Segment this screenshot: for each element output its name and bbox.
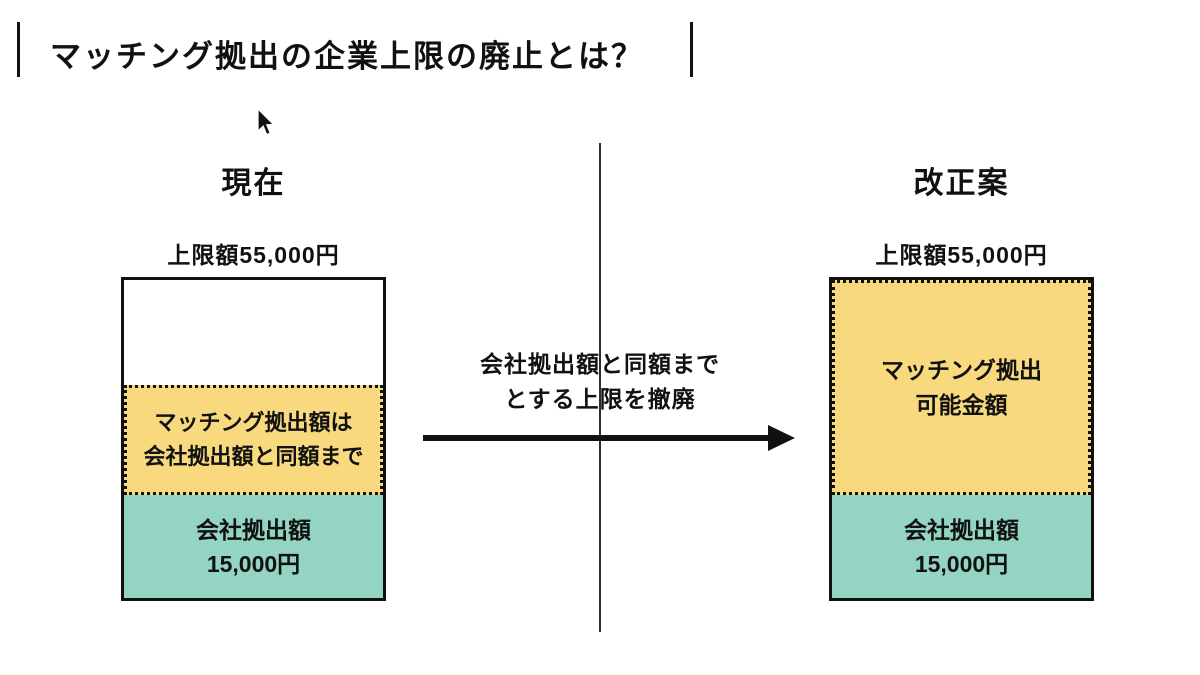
current-unused-segment [124, 280, 383, 385]
proposal-matching-line1: マッチング拠出 [881, 356, 1042, 383]
proposal-company-line2: 15,000円 [914, 550, 1009, 577]
right-arrow-icon [416, 416, 800, 460]
page-title: マッチング拠出の企業上限の廃止とは？ [50, 39, 644, 74]
transition-caption: 会社拠出額と同額まで とする上限を撤廃 [420, 347, 780, 417]
current-matching-line1: マッチング拠出額は [154, 410, 353, 435]
current-company-line1: 会社拠出額 [196, 516, 311, 543]
current-matching-line2: 会社拠出額と同額まで [143, 444, 364, 469]
center-divider-line [599, 143, 601, 632]
proposal-matching-segment: マッチング拠出 可能金額 [832, 280, 1091, 495]
current-matching-segment: マッチング拠出額は 会社拠出額と同額まで [124, 385, 383, 495]
title-accent-bar-left [17, 22, 20, 77]
cap-label-current: 上限額55,000円 [167, 242, 340, 268]
heading-current: 現在 [221, 167, 286, 200]
current-company-segment: 会社拠出額 15,000円 [124, 495, 383, 598]
proposal-company-line1: 会社拠出額 [904, 516, 1019, 543]
mouse-cursor-icon [256, 107, 278, 138]
current-contribution-box: マッチング拠出額は 会社拠出額と同額まで 会社拠出額 15,000円 [121, 277, 386, 601]
proposal-company-segment: 会社拠出額 15,000円 [832, 495, 1091, 598]
title-accent-bar-right [690, 22, 693, 77]
transition-caption-line2: とする上限を撤廃 [504, 386, 696, 412]
proposal-matching-line2: 可能金額 [915, 391, 1008, 418]
heading-proposal: 改正案 [913, 167, 1010, 200]
cap-label-proposal: 上限額55,000円 [875, 242, 1048, 268]
proposal-contribution-box: マッチング拠出 可能金額 会社拠出額 15,000円 [829, 277, 1094, 601]
transition-caption-line1: 会社拠出額と同額まで [480, 351, 720, 377]
current-company-line2: 15,000円 [206, 550, 301, 577]
